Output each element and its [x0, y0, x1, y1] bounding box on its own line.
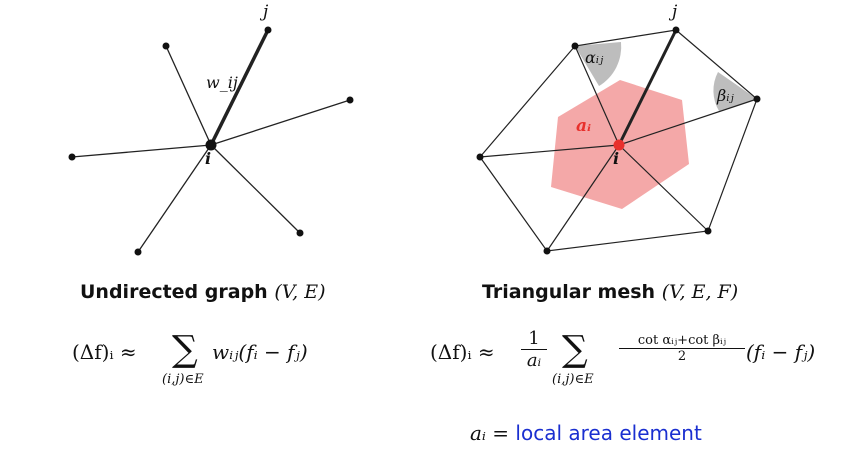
label-i: i: [205, 149, 212, 168]
triangular-mesh: [476, 26, 761, 255]
label-weight: w_ij: [206, 73, 238, 92]
label-j: j: [672, 2, 678, 22]
label-alpha: αᵢⱼ: [585, 48, 604, 67]
mesh-caption: Triangular mesh (V, E, F): [482, 281, 739, 303]
undirected-graph: [68, 26, 354, 256]
edge-ij: [209, 29, 270, 146]
label-i: i: [613, 149, 620, 168]
beta-angle: [713, 72, 757, 111]
label-j: j: [263, 2, 269, 22]
alpha-angle: [575, 42, 622, 86]
label-beta: βᵢⱼ: [717, 86, 734, 105]
vertex-i: [205, 139, 217, 151]
label-area: aᵢ: [576, 116, 592, 136]
graph-caption: Undirected graph (V, E): [80, 281, 326, 303]
area-note: aᵢ = local area element: [470, 421, 702, 445]
vertex-i: [613, 139, 625, 151]
